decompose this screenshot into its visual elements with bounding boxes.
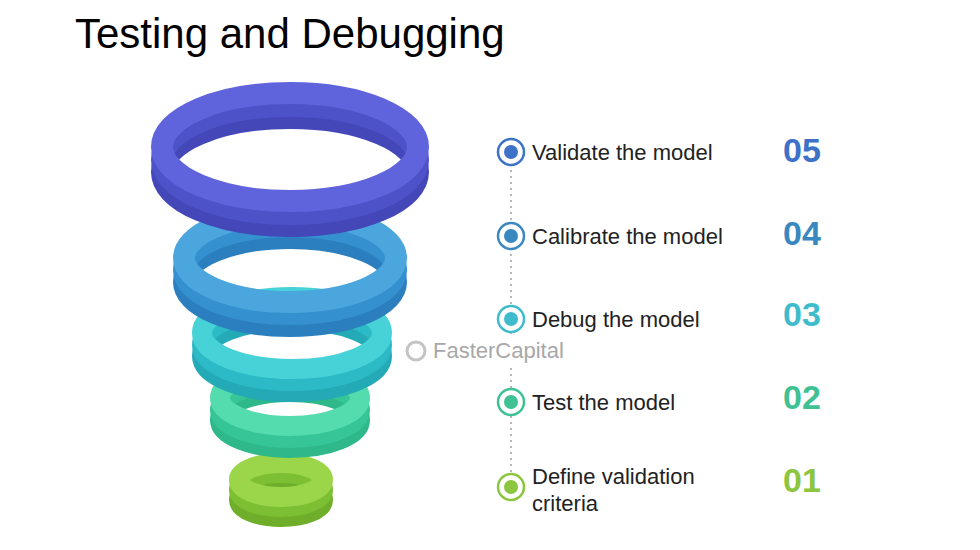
step-number: 04 xyxy=(783,214,821,252)
step-marker xyxy=(498,306,524,332)
step-marker xyxy=(498,223,524,249)
step-number: 02 xyxy=(783,378,821,416)
step-marker xyxy=(498,139,524,165)
step-number: 05 xyxy=(783,131,821,169)
funnel-ring xyxy=(162,93,418,226)
step-label: Validate the model xyxy=(532,139,713,166)
title: Testing and Debugging xyxy=(75,10,505,58)
watermark: FasterCapital xyxy=(430,338,567,364)
funnel-ring xyxy=(239,463,323,517)
step-label: Calibrate the model xyxy=(532,223,723,250)
step-marker xyxy=(498,389,524,415)
step-marker xyxy=(498,474,524,500)
watermark-icon xyxy=(407,342,425,360)
step-label: Test the model xyxy=(532,389,675,416)
step-number: 03 xyxy=(783,295,821,333)
step-number: 01 xyxy=(783,461,821,499)
step-label: Debug the model xyxy=(532,306,700,333)
step-label: Define validation criteria xyxy=(532,463,747,517)
